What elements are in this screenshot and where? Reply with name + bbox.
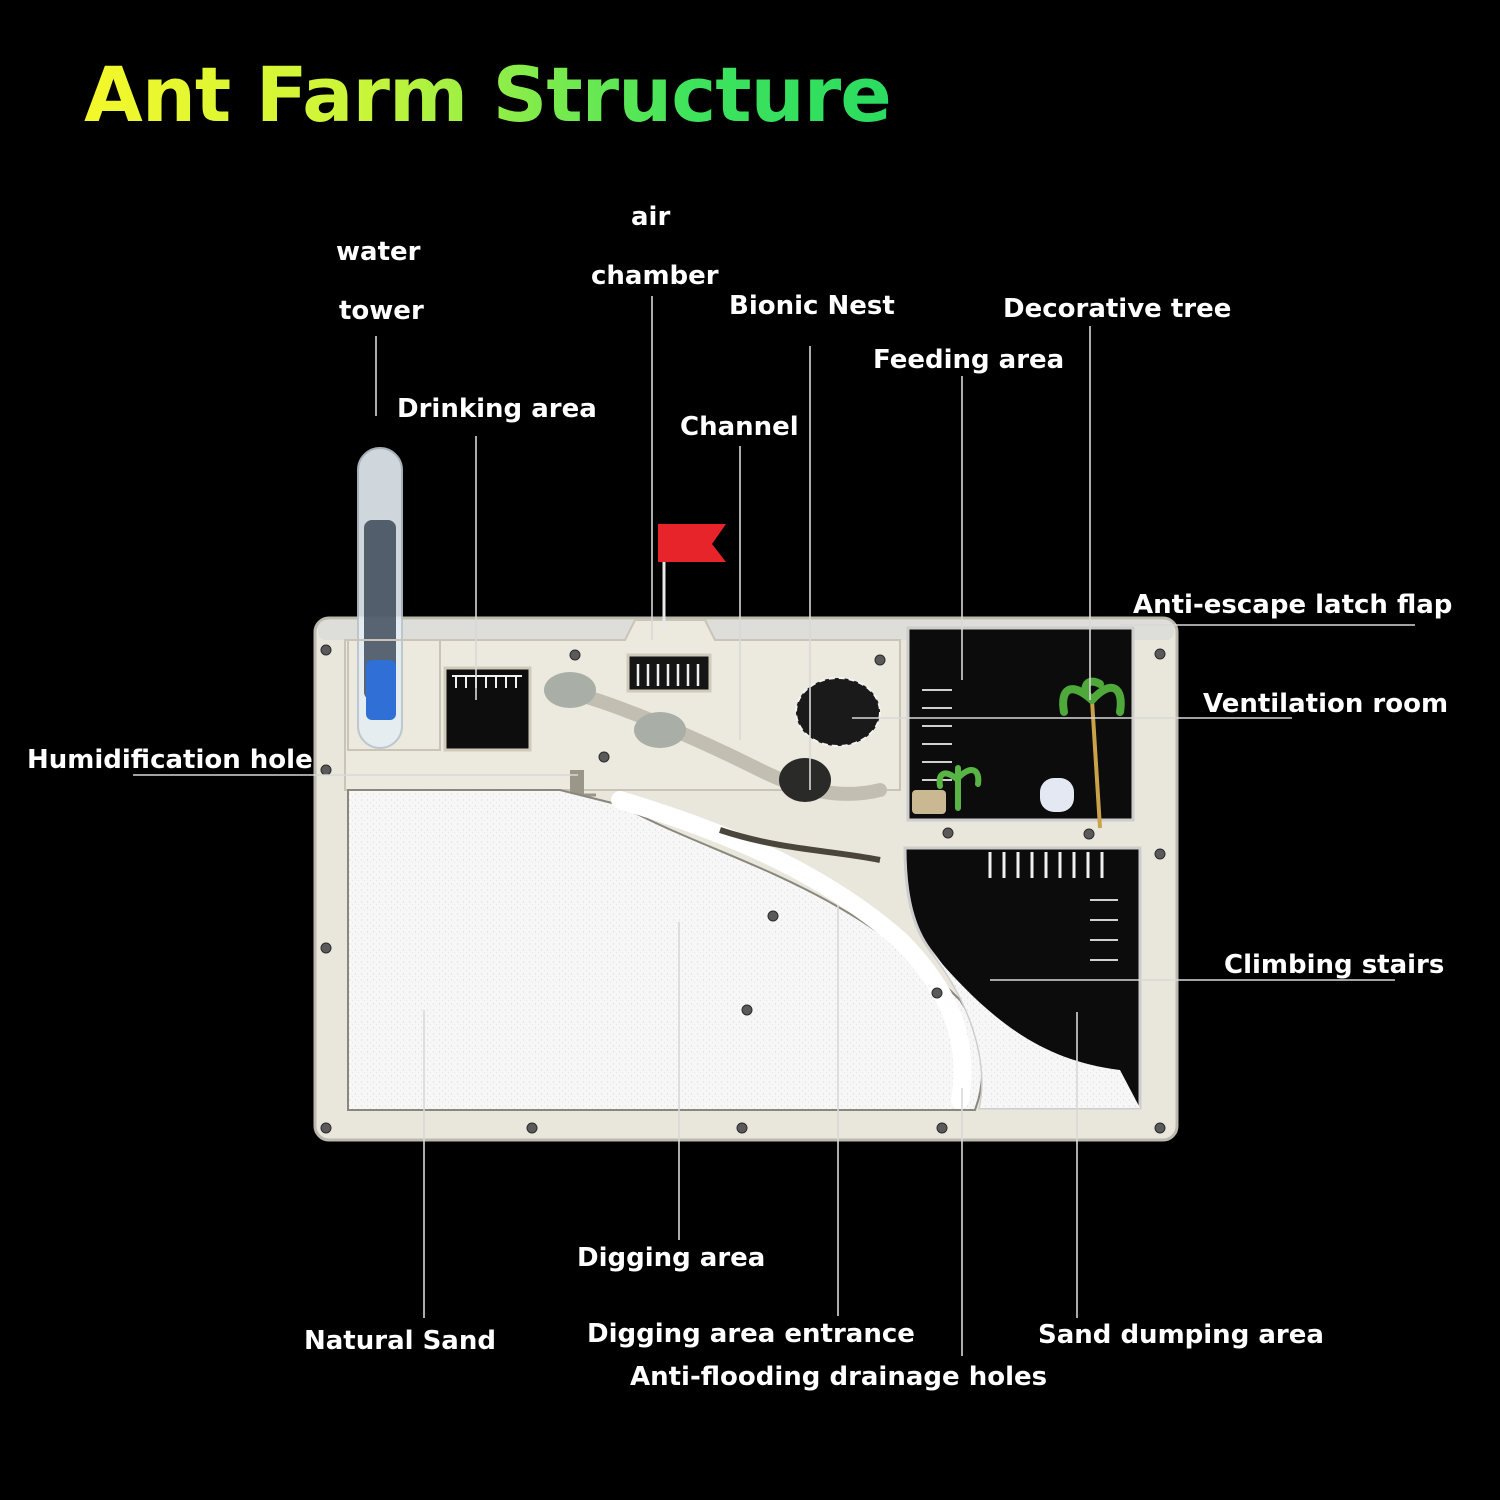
ventilation-vent [1040, 778, 1074, 812]
frame-screws [320, 644, 1166, 1134]
label-humidification-hole: Humidification hole [27, 745, 313, 775]
page-title: Ant Farm Structure [84, 50, 892, 139]
label-digging-area: Digging area [577, 1243, 765, 1273]
dumping-area-ladder [988, 852, 1104, 878]
label-natural-sand: Natural Sand [304, 1326, 496, 1356]
label-air-1: air [631, 202, 670, 232]
channel-path [553, 683, 887, 801]
label-feeding-area: Feeding area [873, 345, 1064, 375]
dumping-area-scale [1090, 899, 1118, 961]
label-digging-entrance: Digging area entrance [587, 1319, 915, 1349]
sand-dumping-pile [930, 950, 1140, 1108]
plant-icon [936, 765, 982, 811]
flag-icon [658, 524, 726, 562]
label-anti-flooding: Anti-flooding drainage holes [630, 1362, 1047, 1392]
air-chamber-ladder [636, 664, 700, 686]
water-tower-base [366, 660, 396, 720]
label-bionic-nest: Bionic Nest [729, 291, 895, 321]
feeding-dish [912, 790, 946, 814]
climbing-ramp [719, 827, 881, 863]
label-ventilation-room: Ventilation room [1203, 689, 1448, 719]
label-sand-dumping: Sand dumping area [1038, 1320, 1324, 1350]
label-drinking-area: Drinking area [397, 394, 597, 424]
label-anti-escape: Anti-escape latch flap [1133, 590, 1452, 620]
leader-lines [133, 296, 1415, 1356]
ant-farm-device [313, 447, 1179, 1142]
label-channel: Channel [680, 412, 799, 442]
channel-pod-1 [544, 672, 596, 708]
label-climbing-stairs: Climbing stairs [1224, 950, 1444, 980]
sand-dumping-area [903, 846, 1142, 1110]
drinking-chamber-frame [347, 639, 441, 751]
bionic-nest [795, 677, 881, 747]
label-water-2: tower [339, 296, 424, 326]
labels: water tower Drinking area air chamber Ch… [27, 202, 1452, 1392]
label-water-1: water [336, 237, 421, 267]
label-air-2: chamber [591, 261, 719, 291]
drinking-area-block [443, 666, 532, 752]
channel-pod-2 [634, 712, 686, 748]
digging-entrance-path [611, 791, 972, 1109]
water-tower-water [364, 520, 396, 700]
label-decorative-tree: Decorative tree [1003, 294, 1231, 324]
channel-pod-3 [779, 758, 831, 802]
